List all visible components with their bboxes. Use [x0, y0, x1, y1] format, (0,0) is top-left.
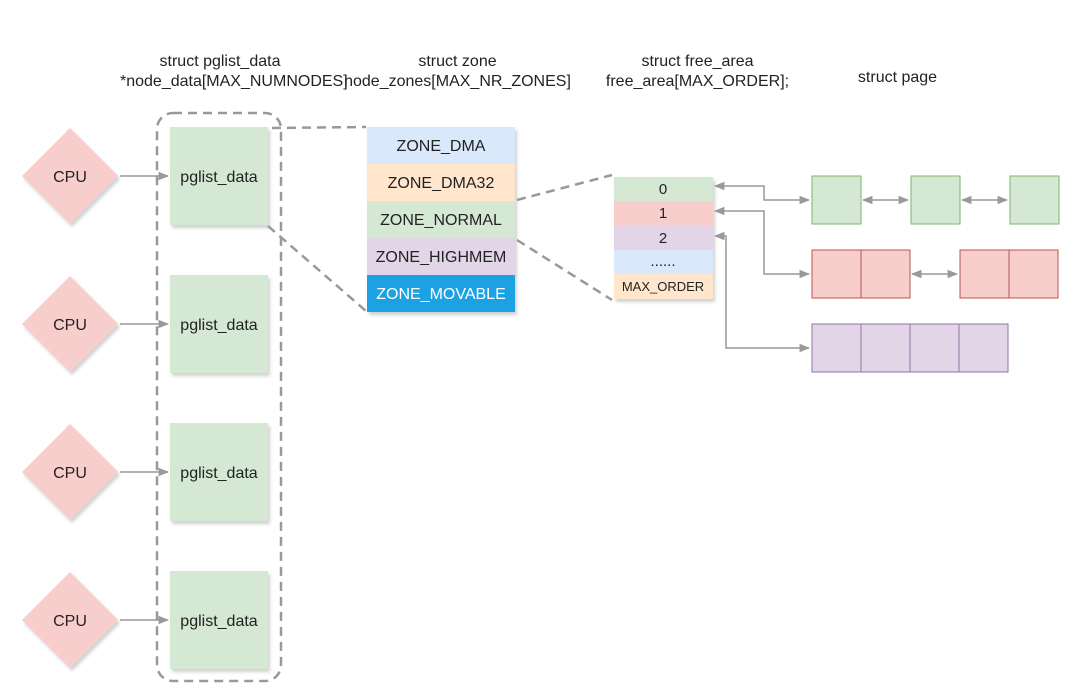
free-area-stack [614, 177, 713, 299]
cpu-diamond [22, 276, 118, 372]
zone-dma32-label: ZONE_DMA32 [388, 175, 495, 192]
free-area-header-line1: struct free_area [641, 53, 754, 70]
zone-header-line1: struct zone [418, 53, 497, 70]
page-red [959, 249, 1010, 299]
cpu-label: CPU [53, 169, 87, 186]
zone-dma-label: ZONE_DMA [397, 138, 486, 155]
pglist-header-line1: struct pglist_data [159, 53, 281, 70]
cpu-diamond [22, 424, 118, 520]
order2-connector [713, 231, 811, 353]
pglist-data-label: pglist_data [180, 317, 257, 334]
zone-highmem-box [367, 238, 515, 275]
cpu-label: CPU [53, 317, 87, 334]
page-green [1009, 175, 1060, 225]
pglist-data-box [170, 127, 268, 225]
zone-dma32-box [367, 164, 515, 201]
page-purple [811, 323, 862, 373]
pglist-data-box [170, 571, 268, 669]
pglist-header: struct pglist_data *node_data[MAX_NUMNOD… [120, 52, 348, 92]
zone-highmem-label: ZONE_HIGHMEM [376, 249, 507, 266]
page-green [811, 175, 862, 225]
zoom-line-free-bottom [516, 238, 613, 302]
page-red [811, 249, 862, 299]
pglist-data-box [170, 423, 268, 521]
cpu-node-row: CPU pglist_data [22, 275, 268, 373]
order0-connector [713, 181, 811, 205]
free-area-header-line2: free_area[MAX_ORDER]; [605, 73, 790, 90]
free-area-0-box [614, 177, 713, 201]
nodes-group-border [155, 111, 283, 683]
page-header: struct page [840, 68, 955, 88]
page-purple [958, 323, 1009, 373]
free-area-max-box [614, 274, 713, 299]
free-area-2-label: 2 [659, 230, 667, 247]
pglist-data-label: pglist_data [180, 613, 257, 630]
zone-normal-box [367, 201, 515, 238]
pglist-header-line2: *node_data[MAX_NUMNODES] [120, 73, 348, 90]
pglist-data-box [170, 275, 268, 373]
zone-movable-label: ZONE_MOVABLE [376, 286, 506, 303]
zone-normal-label: ZONE_NORMAL [380, 212, 502, 229]
free-area-0-label: 0 [659, 181, 667, 198]
zone-stack [367, 127, 515, 312]
page-purple [860, 323, 911, 373]
page-green [910, 175, 961, 225]
zone-movable-box [367, 275, 515, 312]
free-area-dots-box [614, 250, 713, 274]
free-area-2-box [614, 225, 713, 250]
zoom-line-free-top [516, 173, 613, 202]
cpu-diamond [22, 572, 118, 668]
zone-dma-box [367, 127, 515, 164]
free-area-max-label: MAX_ORDER [622, 279, 704, 294]
cpu-diamond [22, 128, 118, 224]
page-header-line1: struct page [857, 69, 938, 86]
cpu-node-row: CPU pglist_data [22, 127, 268, 225]
pglist-data-label: pglist_data [180, 465, 257, 482]
zone-header: struct zone node_zones[MAX_NR_ZONES] [330, 52, 585, 92]
free-area-dots-label: ...... [650, 253, 675, 270]
cpu-label: CPU [53, 465, 87, 482]
cpu-node-row: CPU pglist_data [22, 571, 268, 669]
order1-connector [713, 206, 811, 279]
zone-header-line2: node_zones[MAX_NR_ZONES] [344, 73, 571, 90]
free-area-1-label: 1 [659, 205, 667, 222]
zoom-line-bottom [267, 225, 367, 312]
page-red [860, 249, 911, 299]
zoom-line-top [271, 125, 367, 130]
pglist-data-label: pglist_data [180, 169, 257, 186]
free-area-header: struct free_area free_area[MAX_ORDER]; [590, 52, 805, 92]
page-red [1008, 249, 1059, 299]
page-purple [909, 323, 960, 373]
free-area-1-box [614, 201, 713, 225]
cpu-label: CPU [53, 613, 87, 630]
cpu-node-row: CPU pglist_data [22, 423, 268, 521]
